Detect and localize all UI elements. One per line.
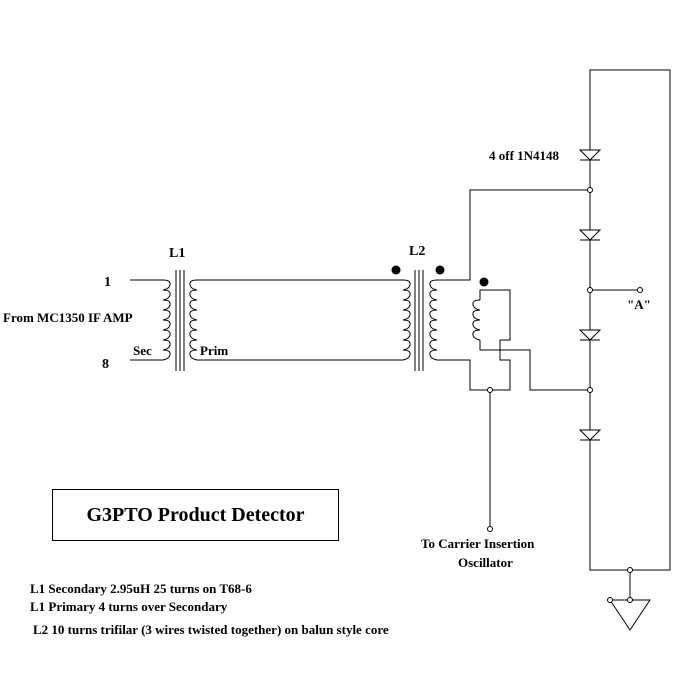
page-title: G3PTO Product Detector <box>86 503 305 526</box>
diode-d3 <box>578 329 602 341</box>
terminal-cio <box>487 526 493 532</box>
junction-node <box>587 287 593 293</box>
label-diodes: 4 off 1N4148 <box>489 148 560 163</box>
phase-dot <box>435 265 445 275</box>
label-input-source: From MC1350 IF AMP <box>3 310 133 325</box>
label-cio-line2: Oscillator <box>458 555 513 570</box>
l1-primary-coil <box>189 279 198 361</box>
phase-dot <box>391 265 401 275</box>
junction-node <box>587 387 593 393</box>
ground-symbol <box>609 599 651 631</box>
label-output-a: "A" <box>627 297 651 312</box>
note-l2: L2 10 turns trifilar (3 wires twisted to… <box>33 622 389 637</box>
label-pin1: 1 <box>104 275 111 290</box>
junction-node <box>627 567 633 573</box>
l2-winding-1 <box>402 279 411 361</box>
junction-node <box>587 187 593 193</box>
label-l1: L1 <box>169 246 186 261</box>
note-l1-secondary: L1 Secondary 2.95uH 25 turns on T68-6 <box>30 581 252 596</box>
diode-ring-frame <box>589 69 671 571</box>
label-l2: L2 <box>409 244 426 259</box>
label-pin8: 8 <box>102 357 109 372</box>
label-cio-line1: To Carrier Insertion <box>421 536 535 551</box>
label-secondary: Sec <box>133 343 152 358</box>
phase-dot <box>479 277 489 287</box>
diode-d1 <box>578 149 602 161</box>
title-box: G3PTO Product Detector <box>52 489 339 541</box>
diode-d4 <box>578 429 602 441</box>
label-primary: Prim <box>200 343 229 358</box>
note-l1-primary: L1 Primary 4 turns over Secondary <box>30 599 228 614</box>
junction-node <box>627 597 633 603</box>
junction-node <box>487 387 493 393</box>
l1-secondary-coil <box>162 279 171 361</box>
diode-d2 <box>578 229 602 241</box>
junction-node <box>607 597 613 603</box>
l2-winding-3 <box>472 299 481 341</box>
terminal-a <box>637 287 643 293</box>
l2-winding-2 <box>429 279 438 361</box>
